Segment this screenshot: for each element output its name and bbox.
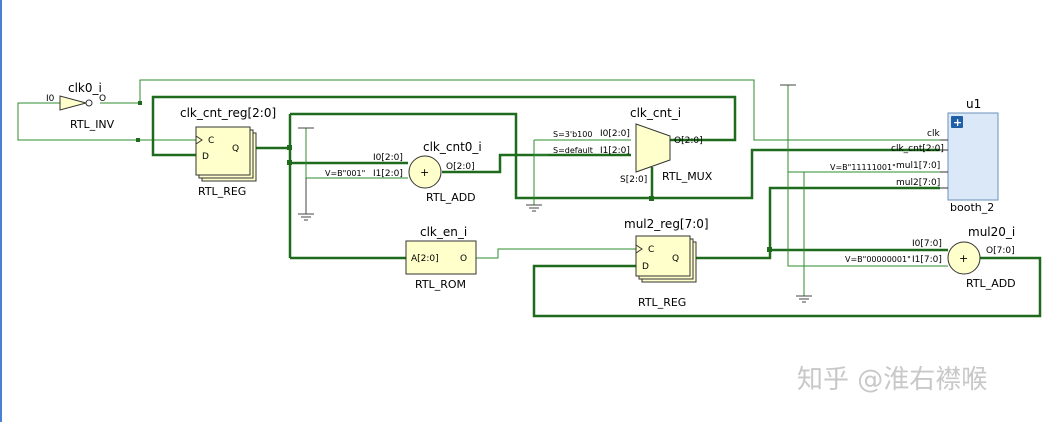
mul2-reg-instance: mul2_reg[7:0] — [624, 217, 709, 231]
clk-cnt0-type: RTL_ADD — [426, 191, 476, 204]
watermark: 知乎 @淮右襟喉 — [797, 365, 987, 395]
booth2-const-mul1: V=B"11111001" — [830, 163, 896, 172]
inverter-type: RTL_INV — [70, 118, 115, 131]
mul20-pin-out: O[7:0] — [986, 246, 1015, 256]
bus-mul2-to-u1 — [696, 186, 940, 260]
wire-const-mul2-add — [787, 85, 948, 267]
clk-cnt-reg-pin-d: D — [202, 152, 209, 162]
bus-add-loop — [532, 256, 1042, 318]
clk-en-rom-cell[interactable]: A[2:0] O clk_en_i RTL_ROM — [405, 225, 477, 291]
booth2-type: booth_2 — [950, 201, 994, 214]
booth2-pin-clk-cnt: clk_cnt[2:0] — [891, 144, 944, 154]
clk-cnt-reg-instance: clk_cnt_reg[2:0] — [180, 106, 276, 120]
junctions — [136, 101, 772, 252]
clk-cnt-mux-cell[interactable]: clk_cnt_i I0[2:0] I1[2:0] O[2:0] S[2:0] … — [553, 106, 713, 185]
clk-cnt0-pin-i1: I1[2:0] — [373, 169, 403, 179]
mul2-reg-pin-q: Q — [672, 254, 679, 264]
mul20-pin-i1: I1[7:0] — [912, 255, 942, 265]
mul20-instance: mul20_i — [968, 225, 1015, 239]
mul2-reg-pin-d: D — [642, 262, 649, 272]
mux-type: RTL_MUX — [662, 170, 713, 183]
booth2-instance: u1 — [966, 97, 981, 111]
booth2-pin-mul2: mul2[7:0] — [896, 178, 940, 188]
inverter-instance: clk0_i — [68, 81, 102, 95]
inverter-cell[interactable]: clk0_i I0 O RTL_INV — [46, 81, 115, 131]
wire-inv-feedback — [17, 102, 196, 141]
mul2-reg-body — [635, 235, 691, 277]
rom-type: RTL_ROM — [415, 278, 466, 291]
clk-cnt0-pin-i0: I0[2:0] — [373, 153, 403, 163]
mul20-adder-circle-icon — [947, 241, 981, 275]
wire-rom-to-reg — [476, 248, 636, 259]
rom-pin-a: A[2:0] — [411, 254, 439, 264]
bus-mux-to-reg-d — [151, 95, 737, 157]
inverter-triangle-icon — [59, 95, 88, 111]
svg-text:+: + — [953, 116, 962, 129]
booth2-u1-cell[interactable]: + u1 clk clk_cnt[2:0] mul1[7:0] mul2[7:0… — [830, 97, 999, 214]
rom-pin-out: O — [460, 254, 467, 264]
mul20-plus-symbol: + — [959, 252, 968, 265]
mul2-reg-type: RTL_REG — [638, 296, 686, 309]
bus-cnt-to-u1 — [290, 112, 940, 200]
rom-instance: clk_en_i — [420, 225, 467, 239]
mul20-const: V=B"00000001" — [845, 255, 911, 264]
clk-cnt0-adder-cell[interactable]: + clk_cnt0_i I0[2:0] I1[2:0] O[2:0] V=B"… — [325, 140, 482, 204]
mul2-reg-cell[interactable]: C D Q mul2_reg[7:0] RTL_REG — [624, 217, 709, 309]
wires — [17, 79, 1042, 318]
adder-plus-symbol: + — [420, 166, 429, 179]
clk-cnt0-const: V=B"001" — [325, 169, 365, 178]
mul20-adder-cell[interactable]: + mul20_i I0[7:0] I1[7:0] O[7:0] V=B"000… — [845, 225, 1016, 290]
clk-cnt0-pin-out: O[2:0] — [446, 162, 475, 172]
wire-clk-to-u1 — [139, 79, 940, 141]
mul2-clk-edge-icon — [635, 244, 643, 254]
mux-pin-i1: I1[2:0] — [600, 146, 630, 156]
clk-cnt-reg-body — [195, 126, 251, 176]
mux-instance: clk_cnt_i — [630, 106, 681, 120]
booth2-pin-mul1: mul1[7:0] — [896, 161, 940, 171]
clk-cnt0-instance: clk_cnt0_i — [423, 140, 482, 154]
mux-const-s1: S=default — [553, 146, 593, 155]
bus-add-to-mux — [442, 153, 631, 174]
clk-cnt-reg-type: RTL_REG — [198, 185, 246, 198]
mux-pin-sel: S[2:0] — [620, 175, 647, 185]
inverter-pin-in: I0 — [46, 94, 55, 104]
mux-pin-i0: I0[2:0] — [600, 129, 630, 139]
expand-plus-icon[interactable] — [951, 116, 963, 128]
adder-circle-icon — [408, 155, 442, 189]
mux-const-s0: S=3'b100 — [553, 130, 592, 139]
inverter-bubble-icon — [85, 99, 93, 107]
mux-shape-icon — [635, 123, 671, 173]
mux-pin-out: O[2:0] — [674, 136, 703, 146]
booth2-pin-clk: clk — [927, 129, 940, 139]
mul20-type: RTL_ADD — [966, 277, 1016, 290]
mul2-reg-pin-c: C — [648, 245, 654, 255]
inverter-pin-out: O — [99, 94, 106, 104]
clk-edge-icon — [195, 135, 203, 145]
rom-body — [405, 240, 477, 275]
mul20-pin-i0: I0[7:0] — [912, 239, 942, 249]
clk-cnt-reg-cell[interactable]: C D Q clk_cnt_reg[2:0] RTL_REG — [180, 106, 276, 198]
clk-cnt-reg-pin-q: Q — [232, 144, 239, 154]
clk-cnt-reg-pin-c: C — [208, 136, 214, 146]
ground-symbols — [298, 84, 812, 303]
